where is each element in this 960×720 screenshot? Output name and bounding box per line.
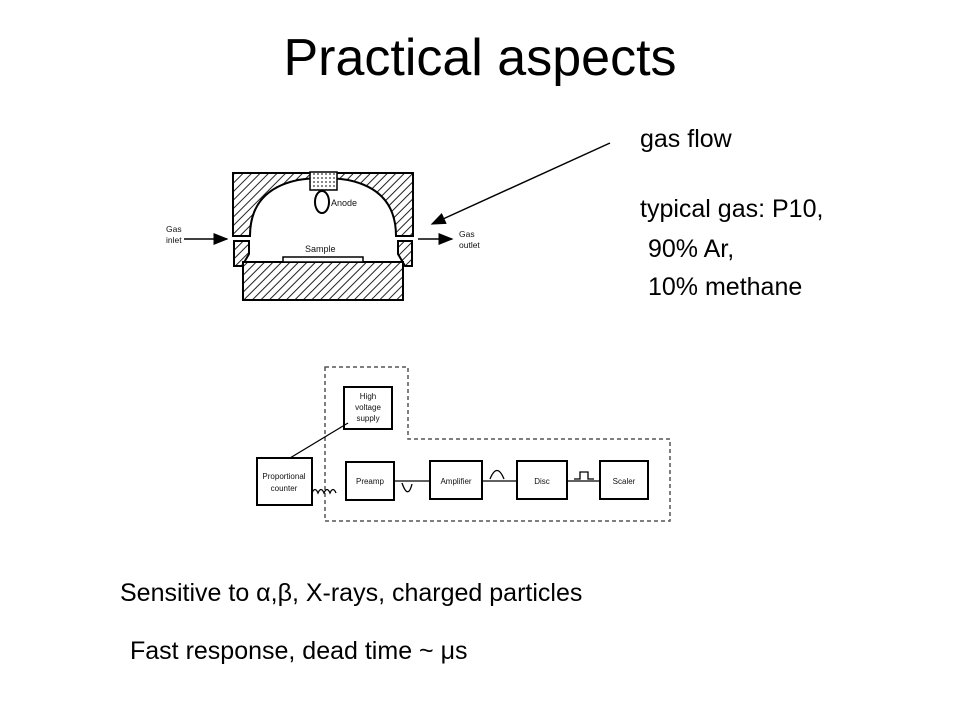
gas-inlet-label-2: inlet bbox=[166, 235, 182, 245]
gas-outlet-label-2: outlet bbox=[459, 240, 480, 250]
hv-supply-label-1: High bbox=[360, 392, 376, 401]
shield-boundary bbox=[324, 366, 671, 522]
left-lip bbox=[233, 240, 250, 267]
preamp-box bbox=[345, 461, 395, 501]
hv-supply-label-2: voltage bbox=[355, 403, 381, 412]
anode-insulator bbox=[309, 171, 338, 191]
response-text: Fast response, dead time ~ μs bbox=[130, 637, 468, 665]
page-title: Practical aspects bbox=[283, 29, 677, 87]
anode-label: Anode bbox=[331, 198, 357, 208]
disc-box bbox=[516, 460, 568, 500]
sample-label: Sample bbox=[305, 244, 336, 254]
sensitivity-text: Sensitive to α,β, X-rays, charged partic… bbox=[120, 579, 583, 607]
proportional-chamber-diagram: Anode Sample Gas inlet Gas outlet bbox=[166, 171, 480, 301]
counter-label-1: Proportional bbox=[262, 472, 305, 481]
gas-inlet-label-1: Gas bbox=[166, 224, 182, 234]
hv-supply-label-3: supply bbox=[356, 414, 379, 423]
gas-flow-label: gas flow bbox=[640, 125, 732, 153]
right-lip bbox=[397, 240, 413, 267]
counter-label-2: counter bbox=[271, 484, 298, 493]
chamber-base bbox=[242, 261, 404, 301]
hv-supply-box bbox=[343, 386, 393, 430]
gas-argon-line: 90% Ar, bbox=[648, 235, 735, 263]
anode-bulb bbox=[314, 190, 330, 214]
gas-type-line: typical gas: P10, bbox=[640, 195, 824, 223]
electronics-block-diagram: High voltage supply Proportional counter… bbox=[256, 366, 671, 522]
scaler-box bbox=[599, 460, 649, 500]
gas-flow-pointer-arrow bbox=[430, 142, 611, 225]
gas-outlet-label-1: Gas bbox=[459, 229, 475, 239]
preamp-label: Preamp bbox=[356, 477, 385, 486]
sample-tray bbox=[282, 256, 364, 263]
scaler-label: Scaler bbox=[613, 477, 636, 486]
counter-output-coil bbox=[311, 488, 337, 495]
pos-pulse-icon bbox=[489, 469, 505, 480]
counter-box bbox=[256, 457, 313, 506]
neg-pulse-icon bbox=[401, 482, 413, 493]
logic-pulse-icon bbox=[574, 471, 594, 480]
hv-connection-line bbox=[289, 422, 349, 459]
gas-methane-line: 10% methane bbox=[648, 273, 803, 301]
disc-label: Disc bbox=[534, 477, 550, 486]
amplifier-label: Amplifier bbox=[440, 477, 471, 486]
amplifier-box bbox=[429, 460, 483, 500]
